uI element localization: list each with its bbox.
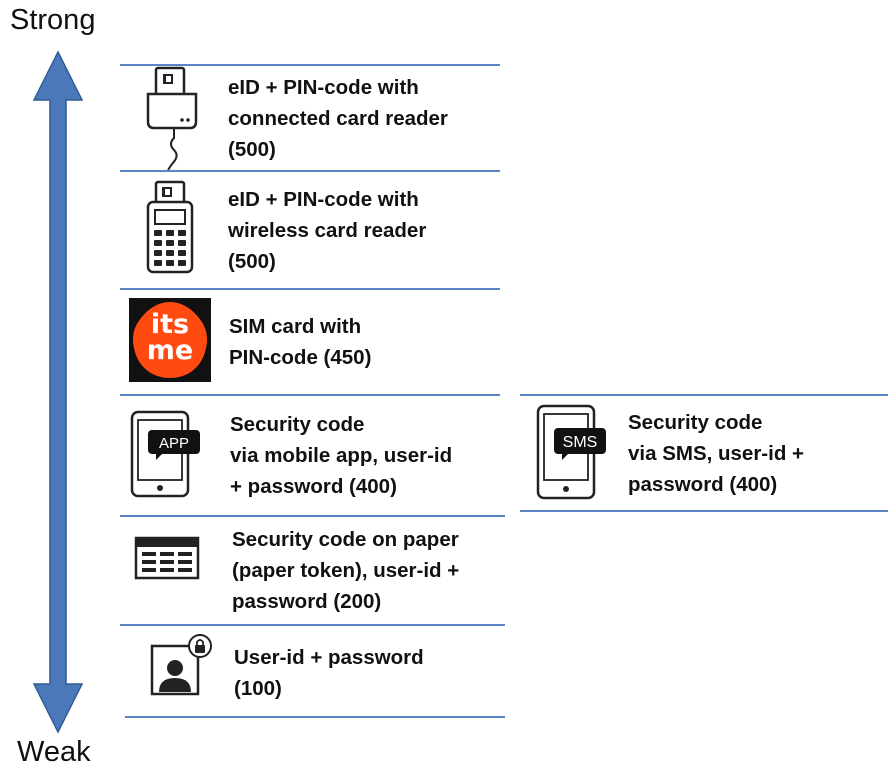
method-line: connected card reader (228, 107, 448, 130)
method-line: (500) (228, 250, 276, 273)
itsme-logo-icon: its me (129, 298, 211, 382)
strength-arrow (32, 50, 84, 734)
separator-line (120, 170, 500, 172)
sms-phone-icon: SMS (536, 404, 606, 500)
method-line: (100) (234, 677, 282, 700)
mobile-app-phone-icon: APP (130, 410, 200, 498)
method-text-paper-token: Security code on paper (paper token), us… (232, 524, 459, 617)
method-line: eID + PIN-code with (228, 76, 419, 99)
method-text-user-password: User-id + password (100) (234, 642, 424, 704)
separator-line (120, 624, 505, 626)
method-line: PIN-code (450) (229, 346, 372, 369)
method-line: SIM card with (229, 315, 362, 338)
method-line: eID + PIN-code with (228, 188, 419, 211)
method-text-wireless-reader: eID + PIN-code with wireless card reader… (228, 184, 426, 277)
separator-line (125, 716, 505, 718)
method-line: + password (400) (230, 475, 397, 498)
paper-token-icon (134, 536, 200, 580)
itsme-logo-text: its (150, 309, 190, 340)
separator-line (120, 515, 505, 517)
method-line: Security code on paper (232, 528, 459, 551)
method-text-sim-card: SIM card with PIN-code (450) (229, 311, 371, 373)
method-line: (500) (228, 138, 276, 161)
app-badge-text: APP (159, 435, 189, 452)
method-line: via SMS, user-id + (628, 442, 805, 465)
sms-badge-text: SMS (563, 434, 598, 451)
method-line: password (200) (232, 590, 382, 613)
user-password-icon (150, 634, 212, 696)
separator-line (520, 510, 888, 512)
method-line: password (400) (628, 473, 778, 496)
weak-label: Weak (17, 736, 91, 768)
method-text-mobile-app: Security code via mobile app, user-id + … (230, 409, 452, 502)
method-line: wireless card reader (228, 219, 427, 242)
separator-line (120, 288, 500, 290)
method-line: (paper token), user-id + (232, 559, 460, 582)
method-text-connected-reader: eID + PIN-code with connected card reade… (228, 72, 448, 165)
connected-card-reader-icon (146, 66, 198, 170)
method-line: Security code (230, 413, 365, 436)
separator-line (120, 64, 500, 66)
method-line: Security code (628, 411, 763, 434)
separator-line (520, 394, 888, 396)
method-line: via mobile app, user-id (230, 444, 453, 467)
strong-label: Strong (10, 4, 96, 36)
separator-line (120, 394, 500, 396)
itsme-logo-text: me (146, 335, 194, 366)
wireless-card-reader-icon (146, 180, 194, 274)
method-line: User-id + password (234, 646, 424, 669)
method-text-sms: Security code via SMS, user-id + passwor… (628, 407, 804, 500)
